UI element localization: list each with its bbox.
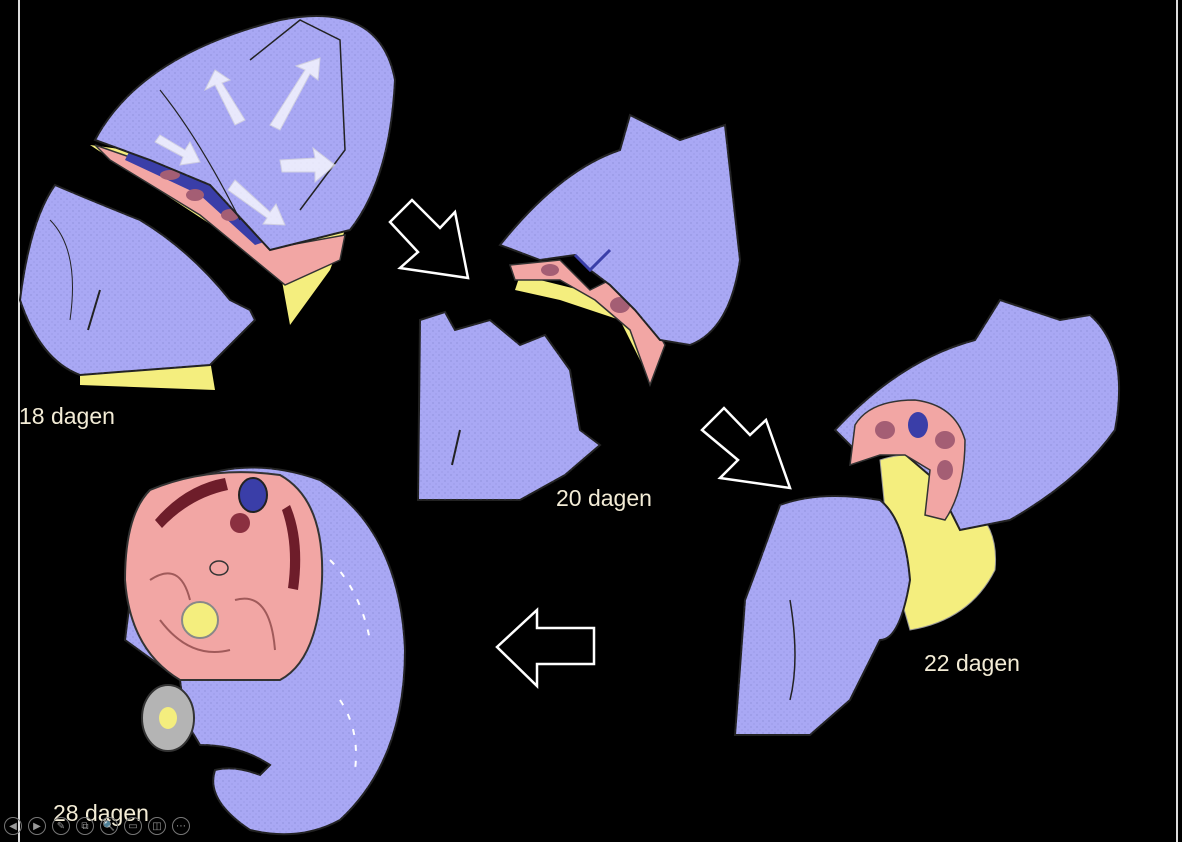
neural-groove bbox=[573, 248, 612, 273]
arrow-22-to-28 bbox=[495, 607, 596, 689]
arrow-20-to-22 bbox=[700, 406, 792, 490]
primitive-streak bbox=[87, 289, 101, 331]
somite bbox=[937, 460, 953, 480]
more-options-button[interactable]: ⋯ bbox=[172, 817, 190, 835]
embryo-22-days bbox=[733, 298, 1121, 736]
zoom-button[interactable]: 🔍 bbox=[100, 817, 118, 835]
neural-tube bbox=[238, 477, 268, 513]
stage-label-18: 18 dagen bbox=[19, 403, 115, 429]
camera-button[interactable]: ◫ bbox=[148, 817, 166, 835]
somite bbox=[186, 189, 204, 201]
embryo-28-days bbox=[123, 466, 407, 836]
growth-arrows bbox=[154, 57, 336, 226]
stage-label-22: 22 dagen bbox=[924, 650, 1020, 676]
previous-slide-button[interactable]: ◀ bbox=[4, 817, 22, 835]
notochord bbox=[230, 513, 250, 533]
neural-fold-line bbox=[249, 19, 346, 211]
neural-tube bbox=[908, 412, 928, 438]
pen-tool-button[interactable]: ✎ bbox=[52, 817, 70, 835]
somite bbox=[935, 431, 955, 449]
yolk-duct bbox=[181, 601, 219, 639]
slideshow-toolbar: ◀ ▶ ✎ ⧉ 🔍 ▭ ◫ ⋯ bbox=[4, 817, 190, 835]
dorsal-aorta-left bbox=[155, 478, 228, 528]
umbilical-yolk bbox=[159, 707, 177, 729]
somite bbox=[875, 421, 895, 439]
subtitles-button[interactable]: ▭ bbox=[124, 817, 142, 835]
somite bbox=[541, 264, 559, 276]
gut-tube bbox=[209, 560, 229, 576]
next-slide-button[interactable]: ▶ bbox=[28, 817, 46, 835]
somite bbox=[160, 170, 180, 180]
stage-label-20: 20 dagen bbox=[556, 485, 652, 511]
embryo-20-days bbox=[416, 113, 742, 501]
see-all-slides-button[interactable]: ⧉ bbox=[76, 817, 94, 835]
embryo-18-days bbox=[18, 15, 397, 390]
arrow-18-to-20 bbox=[388, 198, 470, 280]
body-cavity bbox=[123, 471, 324, 681]
dorsal-aorta-right bbox=[282, 505, 301, 590]
